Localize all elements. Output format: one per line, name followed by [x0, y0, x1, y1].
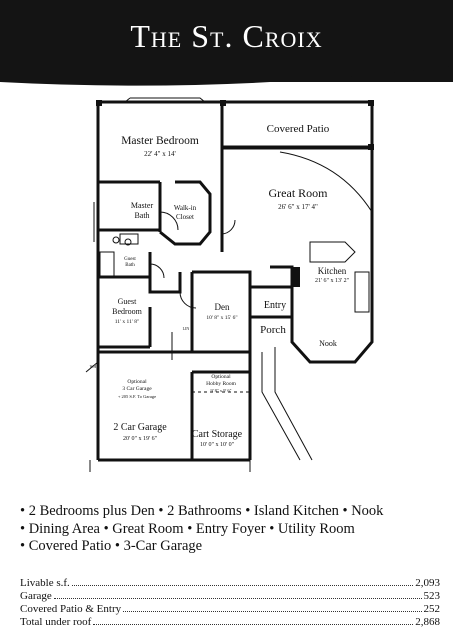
stat-label: Livable s.f. — [20, 577, 70, 589]
closet-label-1: Walk-in — [174, 204, 197, 212]
plan-title: The St. Croix — [130, 18, 323, 54]
leader-dots — [93, 623, 414, 625]
master-bath-label-2: Bath — [134, 211, 149, 220]
stat-row: Covered Patio & Entry 252 — [20, 603, 440, 616]
optional-garage-2: 3 Car Garage — [122, 386, 152, 392]
great-room-label: Great Room — [269, 186, 329, 200]
hobby-room-2: Hobby Room — [206, 381, 237, 387]
wh-label: WH — [90, 364, 97, 369]
optional-garage-1: Optional — [127, 379, 147, 385]
guest-bedroom-label-1: Guest — [118, 297, 137, 306]
stat-row: Total under roof 2,868 — [20, 616, 440, 629]
kitchen-dims: 21' 6" x 13' 2" — [315, 278, 350, 284]
features-line-3: • Covered Patio • 3-Car Garage — [20, 538, 203, 554]
stat-value: 2,868 — [415, 616, 440, 628]
closet-label-2: Closet — [176, 213, 194, 221]
features-line-1: • 2 Bedrooms plus Den • 2 Bathrooms • Is… — [20, 503, 384, 519]
cart-storage-dims: 10' 0" x 10' 0" — [200, 442, 235, 448]
kitchen-label: Kitchen — [318, 266, 347, 276]
guest-bedroom-dims: 11' x 11' 8" — [115, 319, 139, 325]
stat-label: Total under roof — [20, 616, 92, 628]
stat-value: 523 — [423, 590, 441, 602]
guest-bath-label-1: Guest — [124, 257, 136, 262]
garage-label: 2 Car Garage — [113, 422, 167, 433]
hobby-room-1: Optional — [211, 374, 231, 380]
guest-bedroom-label-2: Bedroom — [112, 307, 143, 316]
cart-storage-label: Cart Storage — [192, 429, 243, 440]
entry-label: Entry — [264, 300, 286, 311]
stat-label: Covered Patio & Entry — [20, 603, 122, 615]
linen-label: LIN — [183, 326, 190, 331]
leader-dots — [71, 584, 414, 586]
den-label: Den — [215, 302, 230, 312]
square-footage-table: Livable s.f. 2,093 Garage 523 Covered Pa… — [20, 577, 440, 629]
porch-label: Porch — [260, 324, 286, 336]
leader-dots — [53, 597, 422, 599]
nook-label: Nook — [319, 339, 337, 348]
great-room-dims: 26' 6" x 17' 4" — [278, 203, 318, 211]
master-bedroom-dims: 22' 4" x 14' — [144, 150, 176, 158]
floor-plan: Master Bedroom 22' 4" x 14' Covered Pati… — [85, 97, 374, 472]
optional-garage-3: + 205 S.F. To Garage — [118, 394, 156, 399]
stat-value: 2,093 — [415, 577, 440, 589]
master-bedroom-label: Master Bedroom — [121, 135, 199, 147]
hobby-room-dims: 9' 8" x 9' 6" — [210, 388, 231, 393]
stat-row: Livable s.f. 2,093 — [20, 577, 440, 590]
stat-value: 252 — [423, 603, 441, 615]
banner-curve — [0, 60, 453, 86]
stat-row: Garage 523 — [20, 590, 440, 603]
leader-dots — [123, 610, 422, 612]
covered-patio-label: Covered Patio — [267, 123, 330, 135]
stat-label: Garage — [20, 590, 52, 602]
den-dims: 10' 8" x 15' 6" — [206, 315, 237, 321]
master-bath-label-1: Master — [131, 201, 154, 210]
garage-dims: 20' 0" x 19' 6" — [123, 436, 158, 442]
guest-bath-label-2: Bath — [125, 263, 135, 268]
features-line-2: • Dining Area • Great Room • Entry Foyer… — [20, 520, 355, 537]
features-list: • 2 Bedrooms plus Den • 2 Bathrooms • Is… — [20, 503, 440, 556]
